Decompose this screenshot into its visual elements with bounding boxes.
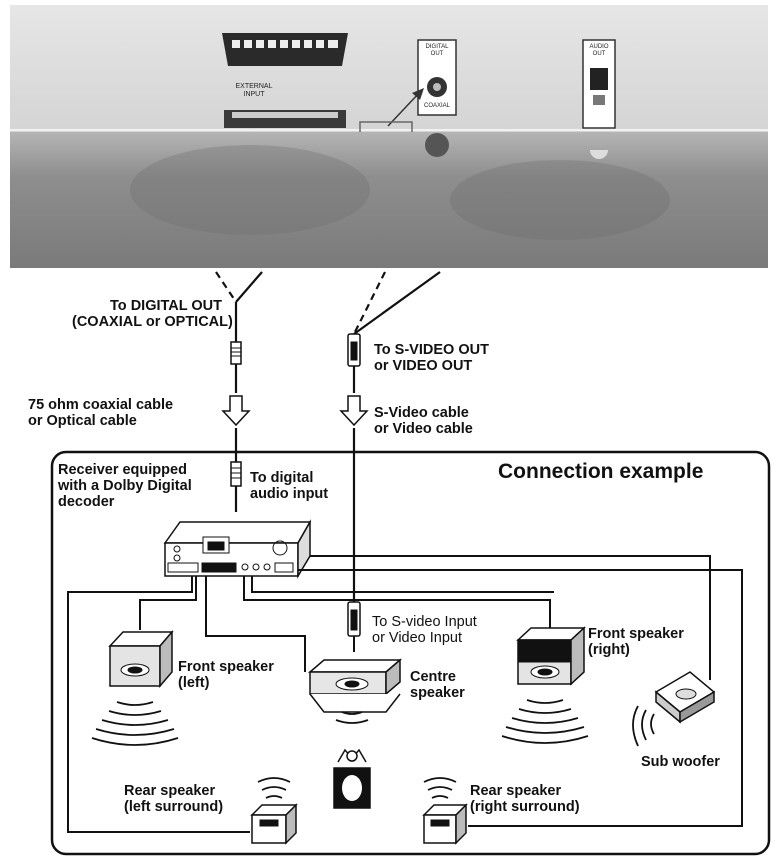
audio-out-label: AUDIO OUT xyxy=(583,44,615,58)
video-cable xyxy=(339,271,441,652)
to-digital-audio-label: To digital audio input xyxy=(250,470,328,502)
front-right-label: Front speaker (right) xyxy=(588,626,684,658)
receiver-line-2: with a Dolby Digital xyxy=(58,478,192,494)
coaxial-label: COAXIAL xyxy=(423,103,450,109)
receiver-label: Receiver equipped with a Dolby Digital d… xyxy=(58,462,192,510)
svideo-cable-line-2: or Video cable xyxy=(374,421,473,437)
connection-example-frame xyxy=(50,450,771,856)
digital-out-line-2: OUT xyxy=(430,51,444,57)
digital-cable xyxy=(215,271,263,512)
front-right-line-1: Front speaker xyxy=(588,626,684,642)
receiver xyxy=(163,519,312,579)
to-digital-out-line-1: To DIGITAL OUT xyxy=(110,298,222,314)
to-digital-out-line-2: (COAXIAL or OPTICAL) xyxy=(72,314,233,330)
to-digital-audio-line-2: audio input xyxy=(250,486,329,502)
centre-speaker xyxy=(307,658,403,724)
front-left-label: Front speaker (left) xyxy=(178,659,274,691)
coax-cable-line-1: 75 ohm coaxial cable xyxy=(28,397,174,413)
front-speaker-right xyxy=(501,626,589,744)
centre-line-2: speaker xyxy=(410,685,465,701)
external-input-line-1: EXTERNAL xyxy=(235,83,273,90)
sub-woofer-label: Sub woofer xyxy=(641,754,720,770)
centre-line-1: Centre xyxy=(410,669,456,685)
player-back-panel xyxy=(10,5,768,268)
front-left-line-2: (left) xyxy=(178,675,210,691)
to-svideo-out-line-1: To S-VIDEO OUT xyxy=(374,342,489,358)
audio-out-jack xyxy=(582,39,616,159)
speaker-wiring xyxy=(67,555,743,833)
connection-example-title: Connection example xyxy=(498,460,704,483)
listener xyxy=(333,748,371,809)
rear-left-label: Rear speaker (left surround) xyxy=(124,783,223,815)
receiver-line-1: Receiver equipped xyxy=(58,462,187,478)
rear-speaker-right xyxy=(422,777,468,845)
rear-left-line-1: Rear speaker xyxy=(124,783,216,799)
front-speaker-left xyxy=(91,629,179,746)
to-svideo-out-line-2: or VIDEO OUT xyxy=(374,358,473,374)
audio-out-line-1: AUDIO xyxy=(589,44,609,50)
to-svideo-input-label: To S-video Input or Video Input xyxy=(372,614,477,646)
front-right-line-2: (right) xyxy=(588,642,630,658)
svideo-cable-label: S-Video cable or Video cable xyxy=(374,405,473,437)
external-input-line-2: INPUT xyxy=(243,91,265,98)
audio-out-line-2: OUT xyxy=(592,51,606,57)
rear-right-line-2: (right surround) xyxy=(470,799,580,815)
to-digital-out-label: To DIGITAL OUT (COAXIAL or OPTICAL) xyxy=(72,298,233,330)
scart-connector xyxy=(222,33,348,128)
to-svideo-out-label: To S-VIDEO OUT or VIDEO OUT xyxy=(374,342,489,374)
coax-cable-line-2: or Optical cable xyxy=(28,413,137,429)
to-svideo-input-line-1: To S-video Input xyxy=(372,614,477,630)
rear-right-label: Rear speaker (right surround) xyxy=(470,783,580,815)
receiver-line-3: decoder xyxy=(58,494,115,510)
sub-woofer xyxy=(632,671,716,747)
to-digital-audio-line-1: To digital xyxy=(250,470,314,486)
digital-out-jack xyxy=(417,39,457,157)
centre-speaker-label: Centre speaker xyxy=(410,669,465,701)
to-svideo-input-line-2: or Video Input xyxy=(372,630,463,646)
coax-cable-label: 75 ohm coaxial cable or Optical cable xyxy=(28,397,173,429)
digital-out-line-1: DIGITAL xyxy=(425,44,449,50)
front-left-line-1: Front speaker xyxy=(178,659,274,675)
svideo-cable-line-1: S-Video cable xyxy=(374,405,469,421)
external-input-label: EXTERNAL INPUT xyxy=(222,83,286,99)
rear-right-line-1: Rear speaker xyxy=(470,783,562,799)
digital-out-label: DIGITAL OUT xyxy=(418,44,456,58)
rear-left-line-2: (left surround) xyxy=(124,799,224,815)
rear-speaker-left xyxy=(250,777,298,845)
